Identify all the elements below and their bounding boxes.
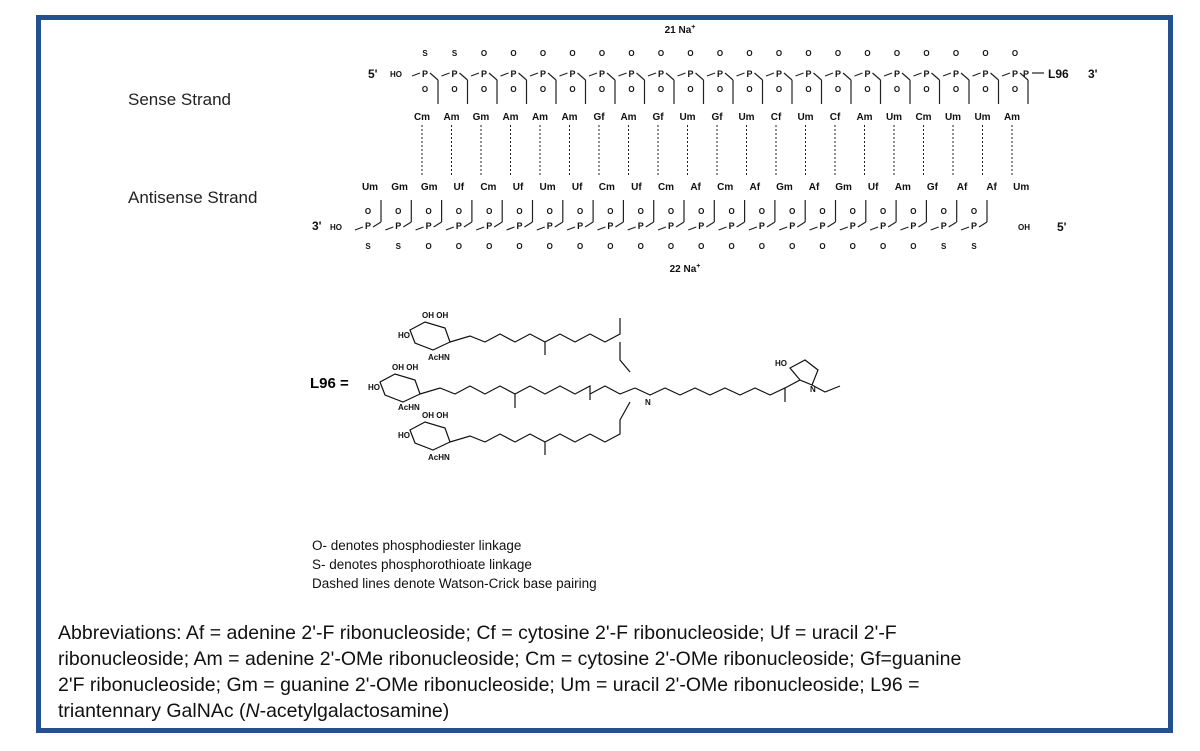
- abbrev-line-1: Abbreviations: Af = adenine 2'-F ribonuc…: [58, 622, 897, 644]
- legend-phosphorothioate: S- denotes phosphorothioate linkage: [312, 557, 532, 572]
- abbrev-line-4-suffix: -acetylgalactosamine): [259, 700, 450, 722]
- antisense-strand-label: Antisense Strand: [128, 188, 258, 207]
- legend-phosphodiester: O- denotes phosphodiester linkage: [312, 538, 522, 553]
- abbreviations-text: Abbreviations: Af = adenine 2'-F ribonuc…: [58, 620, 1158, 724]
- abbrev-line-4-prefix: triantennary GalNAc (: [58, 700, 246, 722]
- abbrev-line-3: 2'F ribonucleoside; Gm = guanine 2'-OMe …: [58, 674, 920, 696]
- figure-frame: [36, 15, 1173, 733]
- legend-base-pairing: Dashed lines denote Watson-Crick base pa…: [312, 576, 597, 591]
- abbrev-line-2: ribonucleoside; Am = adenine 2'-OMe ribo…: [58, 648, 962, 670]
- abbrev-line-4-italic: N: [245, 700, 260, 722]
- abbrev-line-4: triantennary GalNAc (N-acetylgalactosami…: [58, 698, 1158, 724]
- sense-strand-label: Sense Strand: [128, 90, 232, 109]
